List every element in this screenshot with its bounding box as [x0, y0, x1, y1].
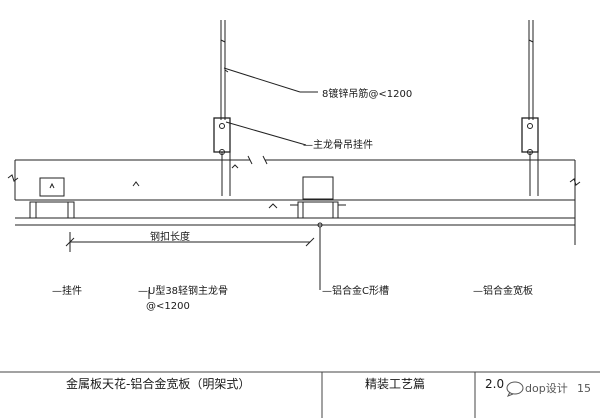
break-mark-right — [569, 160, 581, 245]
leader-hanger-rod — [223, 67, 318, 93]
section-name: 精装工艺篇 — [365, 376, 425, 391]
span-dimension — [65, 232, 315, 252]
sheet-number: 2.0 — [485, 377, 504, 391]
title-block-frame — [0, 371, 600, 418]
watermark-trailing: 15 — [577, 382, 591, 395]
hanger-rod-left — [220, 20, 226, 120]
hanger-rod-right — [528, 20, 534, 120]
main-keel-hanger-left — [213, 117, 231, 196]
u-keel-main-beam — [15, 155, 575, 201]
chat-bubble-icon — [506, 381, 524, 397]
drawing-title: 金属板天花-铝合金宽板（明架式） — [66, 376, 250, 391]
c-channel-center — [290, 176, 346, 228]
label-c-channel: —铝合金C形槽 — [322, 284, 389, 297]
leader-main-keel-hanger — [225, 121, 307, 146]
label-u-keel: —U型38轻钢主龙骨 — [138, 284, 228, 297]
label-main-keel-hanger: —主龙骨吊挂件 — [303, 138, 373, 151]
watermark-text: dop设计 — [525, 382, 568, 395]
label-wide-panel: —铝合金宽板 — [473, 284, 533, 297]
label-span-dimension: 钢扣长度 — [150, 230, 190, 243]
label-hanger-rod: 8镀锌吊筋@<1200 — [322, 87, 412, 100]
main-keel-hanger-right — [521, 117, 539, 196]
label-u-keel-spacing: @<1200 — [146, 301, 190, 312]
break-mark-left — [7, 160, 19, 200]
label-pendant: —挂件 — [52, 284, 82, 297]
watermark: dop设计 15 — [506, 381, 591, 397]
aluminum-wide-panel — [15, 217, 575, 226]
pendant-clip-left — [29, 177, 75, 219]
